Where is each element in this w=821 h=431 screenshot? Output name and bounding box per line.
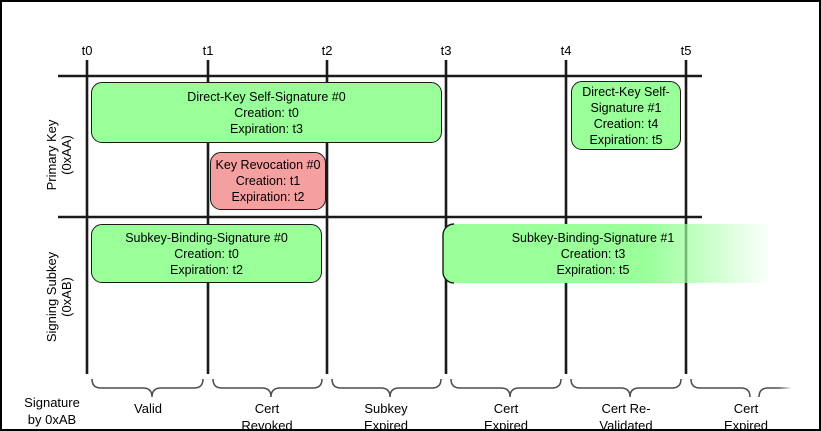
footer-segment-line2: Revoked — [241, 418, 293, 431]
footer-segment-line2: Expired — [483, 418, 529, 431]
footer-segment-line2: Expired — [363, 418, 409, 431]
footer-segment-cert-expired-1: Cert Expired — [465, 400, 547, 431]
tick-label-t4: t4 — [560, 43, 572, 58]
tick-label-t3: t3 — [440, 43, 452, 58]
subkey-binding-signature-1-shape — [442, 223, 772, 284]
footer-segment-line1: Cert — [254, 401, 280, 416]
signature-expiration: Expiration: t5 — [589, 132, 663, 147]
signature-title-line2: Signature #1 — [590, 100, 662, 115]
signature-expiration: Expiration: t2 — [231, 190, 305, 204]
signature-title: Key Revocation #0 — [215, 158, 321, 172]
tick-label-t2: t2 — [321, 43, 333, 58]
footer-segment-line2: Expired — [723, 418, 769, 431]
signature-expiration: Expiration: t5 — [556, 262, 630, 277]
footer-segment-line2: Validated — [599, 418, 653, 431]
signature-box-subkey-binding-signature-0[interactable]: Subkey-Binding-Signature #0 Creation: t0… — [91, 224, 322, 283]
footer-segment-line1: Valid — [134, 401, 162, 416]
tick-label-t0: t0 — [81, 43, 93, 58]
tick-label-t1: t1 — [202, 43, 214, 58]
tick-label-t5: t5 — [680, 43, 692, 58]
signature-title: Direct-Key Self-Signature #0 — [187, 89, 346, 104]
signature-creation: Creation: t3 — [560, 246, 626, 261]
footer-caption-line1: Signature — [24, 395, 80, 410]
signature-box-key-revocation-0[interactable]: Key Revocation #0 Creation: t1 Expiratio… — [210, 152, 326, 210]
footer-segment-line1: Cert Re- — [601, 401, 651, 416]
signature-creation: Creation: t1 — [235, 174, 301, 188]
footer-caption: Signature by 0xAB — [16, 394, 88, 428]
footer-segment-line1: Cert — [733, 401, 759, 416]
signature-box-direct-key-self-signature-0[interactable]: Direct-Key Self-Signature #0 Creation: t… — [91, 82, 442, 143]
signature-expiration: Expiration: t3 — [230, 121, 303, 136]
footer-caption-line2: by 0xAB — [27, 412, 77, 427]
row-label-signing-subkey-line2: (0xAB) — [59, 277, 74, 317]
row-label-primary-key-line1: Primary Key — [44, 119, 59, 191]
footer-segment-valid: Valid — [107, 400, 189, 417]
row-label-primary-key: Primary Key (0xAA) — [44, 90, 74, 220]
row-separator-lines — [58, 74, 792, 219]
footer-segment-cert-revalidated: Cert Re- Validated — [585, 400, 667, 431]
footer-brace-group — [91, 378, 792, 398]
signature-creation: Creation: t0 — [234, 105, 299, 120]
footer-segment-cert-revoked: Cert Revoked — [226, 400, 308, 431]
footer-segment-subkey-expired: Subkey Expired — [345, 400, 427, 431]
signature-title: Subkey-Binding-Signature #1 — [511, 230, 675, 245]
row-label-signing-subkey-line1: Signing Subkey — [44, 251, 59, 343]
signature-expiration: Expiration: t2 — [170, 262, 243, 277]
row-label-primary-key-line2: (0xAA) — [59, 135, 74, 175]
signature-box-subkey-binding-signature-1-label[interactable]: Subkey-Binding-Signature #1 Creation: t3… — [443, 224, 743, 283]
signature-title-line1: Direct-Key Self- — [582, 84, 670, 99]
footer-segment-line1: Cert — [493, 401, 519, 416]
footer-segment-cert-expired-2: Cert Expired — [705, 400, 787, 431]
signature-title: Subkey-Binding-Signature #0 — [125, 230, 288, 245]
footer-segment-line1: Subkey — [364, 401, 408, 416]
signature-box-direct-key-self-signature-1[interactable]: Direct-Key Self- Signature #1 Creation: … — [571, 81, 681, 150]
row-label-signing-subkey: Signing Subkey (0xAB) — [44, 224, 74, 370]
signature-creation: Creation: t0 — [174, 246, 239, 261]
signature-creation: Creation: t4 — [593, 116, 659, 131]
